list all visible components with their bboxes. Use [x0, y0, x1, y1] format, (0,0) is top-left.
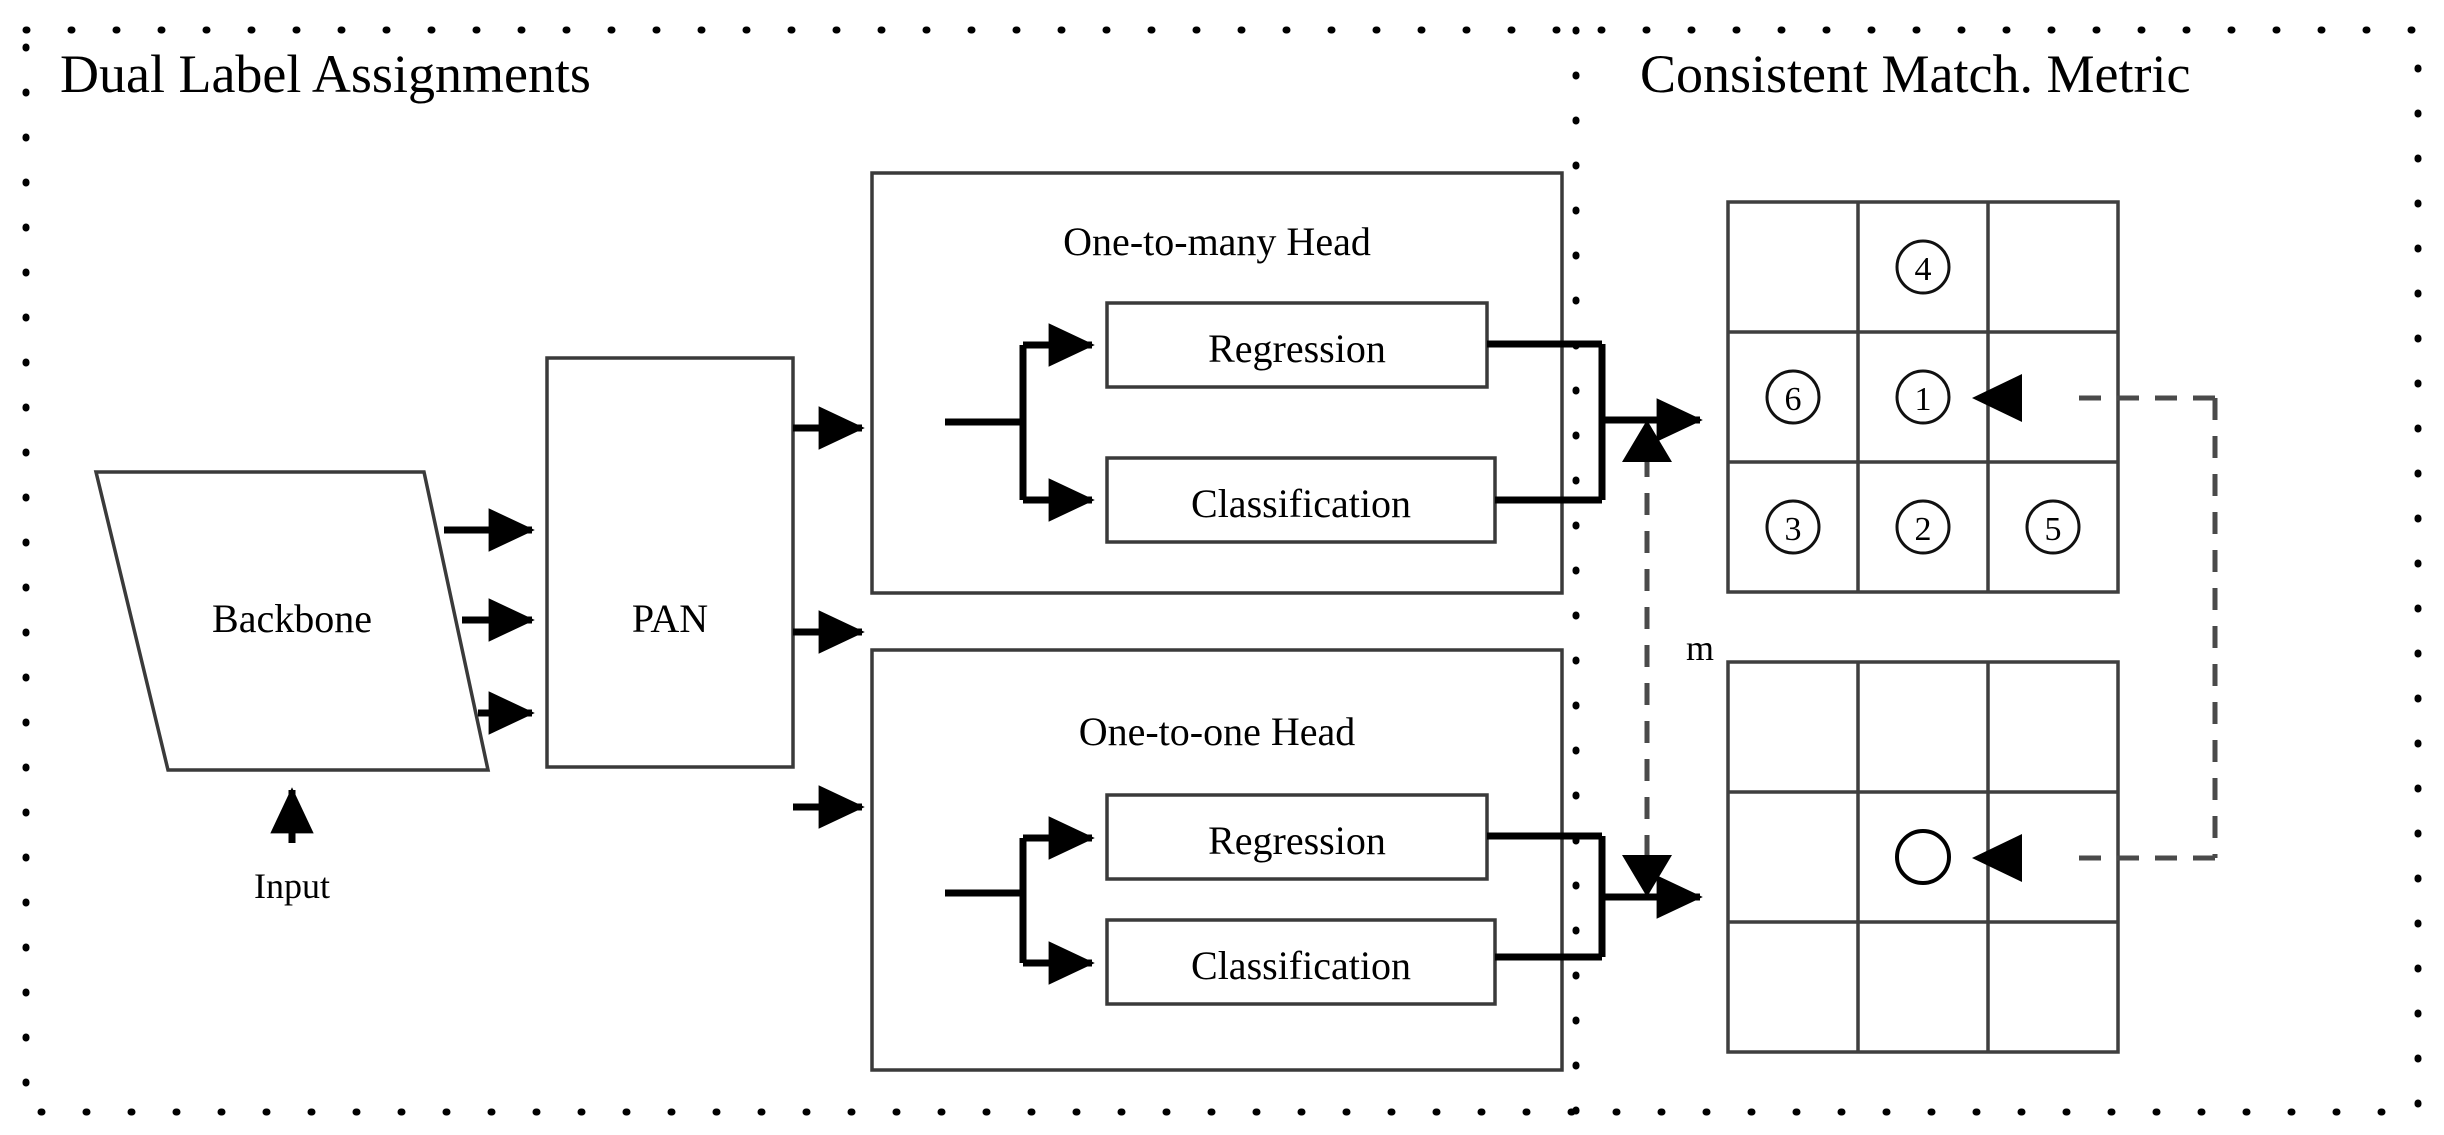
top-grid-cell-r2c1[interactable]: 2 [1895, 499, 1951, 555]
one-to-one-regression-label: Regression [1208, 818, 1386, 863]
top-grid-cell-r1c0[interactable]: 6 [1765, 369, 1821, 425]
cell-circle-icon [1765, 499, 1821, 555]
backbone-label: Backbone [212, 596, 372, 641]
cell-circle-icon [1895, 369, 1951, 425]
top-grid-cell-r2c0[interactable]: 3 [1765, 499, 1821, 555]
cell-circle-icon [1765, 369, 1821, 425]
one-to-many-classification-label: Classification [1191, 481, 1411, 526]
one-to-many-head-title: One-to-many Head [1063, 219, 1371, 264]
top-grid-cell-r2c1-label: 2 [1915, 511, 1932, 548]
cell-circle-icon [1895, 499, 1951, 555]
one-to-one-head-title: One-to-one Head [1079, 709, 1356, 754]
metric-arrow-down-icon [1622, 855, 1672, 897]
top-grid-cell-r0c1[interactable]: 4 [1895, 239, 1951, 295]
feedback-arrow-left-bottom-icon [1972, 834, 2022, 882]
bottom-grid-outline [1726, 660, 2120, 1054]
top-grid-cell-r0c1-label: 4 [1915, 251, 1932, 288]
top-grid-cell-r1c1-label: 1 [1915, 381, 1932, 418]
one-to-one-classification-label: Classification [1191, 943, 1411, 988]
bottom-grid-center-circle-icon[interactable] [1895, 829, 1951, 885]
metric-arrow-up-icon [1622, 420, 1672, 462]
one-to-many-classification-box[interactable] [1105, 456, 1497, 544]
right-panel-title: Consistent Match. Metric [1640, 44, 2190, 104]
top-grid-cell-r1c1[interactable]: 1 [1895, 369, 1951, 425]
one-to-many-regression-label: Regression [1208, 326, 1386, 371]
pan-box[interactable] [545, 356, 795, 769]
one-to-one-regression-box[interactable] [1105, 793, 1489, 881]
feedback-arrow-left-top-icon [1972, 374, 2022, 422]
bottom-grid[interactable] [1726, 660, 2120, 1054]
cell-circle-icon [2025, 499, 2081, 555]
cell-circle-icon [1895, 239, 1951, 295]
top-grid-cell-r2c2-label: 5 [2045, 511, 2062, 548]
pan-label: PAN [632, 596, 708, 641]
left-panel-title: Dual Label Assignments [60, 44, 591, 104]
top-grid[interactable]: 4 6 1 3 2 5 [1726, 200, 2120, 594]
input-label: Input [254, 866, 330, 906]
one-to-many-regression-box[interactable] [1105, 301, 1489, 389]
metric-label: m [1686, 628, 1714, 668]
top-grid-cell-r1c0-label: 6 [1785, 381, 1802, 418]
top-grid-cell-r2c2[interactable]: 5 [2025, 499, 2081, 555]
top-grid-cell-r2c0-label: 3 [1785, 511, 1802, 548]
one-to-one-classification-box[interactable] [1105, 918, 1497, 1006]
backbone-shape[interactable] [93, 470, 491, 772]
